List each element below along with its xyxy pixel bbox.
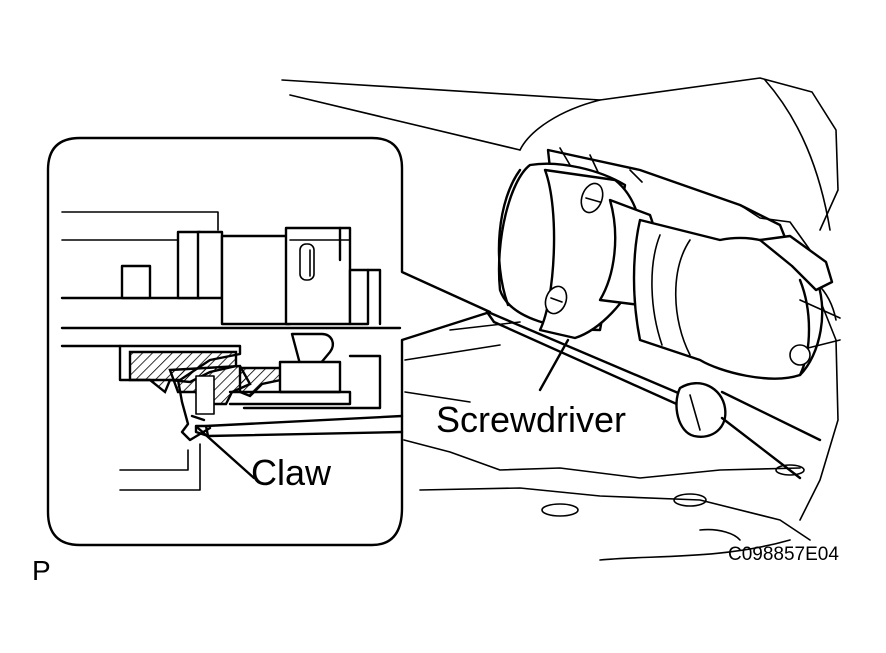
- inset-frame: [46, 136, 492, 547]
- claw-leader: [196, 426, 256, 480]
- inset-detail: [60, 211, 404, 491]
- screwdriver-label: Screwdriver: [436, 399, 627, 440]
- claw-label: Claw: [251, 452, 332, 493]
- screwdriver-leader: [538, 338, 570, 392]
- solenoid-assembly: [497, 147, 841, 380]
- screwdriver: [485, 310, 822, 480]
- view-letter: P: [32, 555, 51, 586]
- figure-code: C098857E04: [728, 544, 839, 565]
